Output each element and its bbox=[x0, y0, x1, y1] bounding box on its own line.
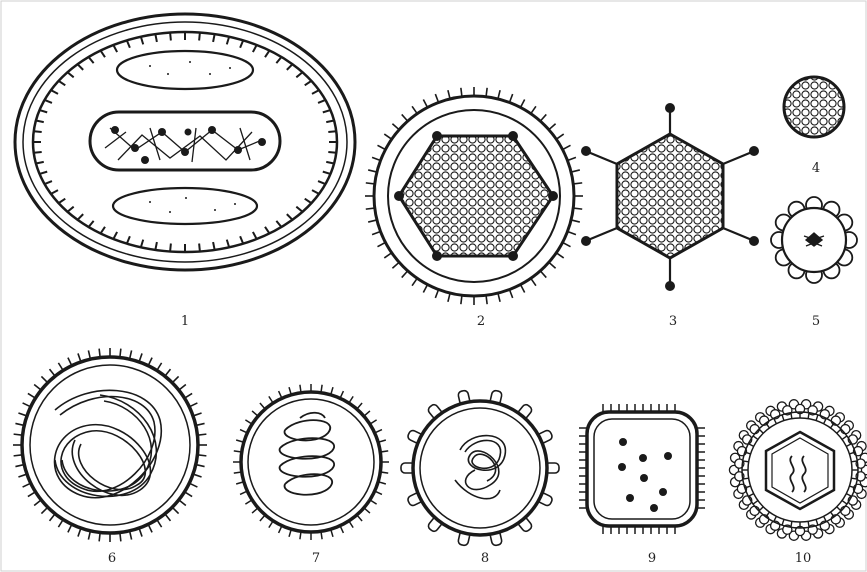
virion-10-beads bbox=[729, 400, 867, 541]
virion-10 bbox=[729, 400, 867, 541]
virion-6-spikes bbox=[13, 348, 207, 542]
virion-1-spikes bbox=[33, 32, 337, 252]
virion-9 bbox=[579, 404, 705, 534]
virion-5 bbox=[771, 197, 857, 283]
virion-8 bbox=[401, 390, 559, 546]
label-6: 6 bbox=[108, 551, 116, 566]
label-3: 3 bbox=[669, 314, 677, 329]
label-10: 10 bbox=[795, 551, 812, 566]
virion-2 bbox=[365, 87, 583, 305]
label-7: 7 bbox=[312, 551, 320, 566]
label-1: 1 bbox=[181, 314, 189, 329]
virion-6 bbox=[13, 348, 207, 542]
virion-7 bbox=[233, 384, 389, 540]
label-9: 9 bbox=[648, 551, 656, 566]
label-5: 5 bbox=[812, 314, 820, 329]
virion-3 bbox=[581, 103, 759, 291]
label-8: 8 bbox=[481, 551, 489, 566]
label-4: 4 bbox=[812, 161, 820, 176]
virion-9-spikes bbox=[579, 404, 705, 534]
virion-7-spikes bbox=[233, 384, 389, 540]
virion-1 bbox=[15, 14, 355, 270]
virion-4 bbox=[784, 77, 844, 137]
label-2: 2 bbox=[477, 314, 485, 329]
